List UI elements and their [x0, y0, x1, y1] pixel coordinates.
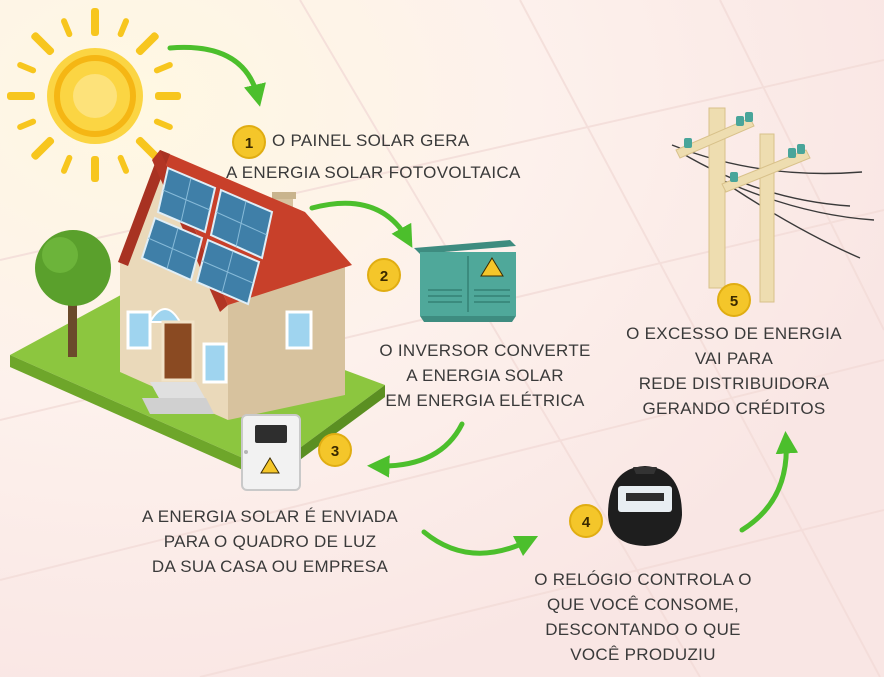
step-2-text: O INVERSOR CONVERTE A ENERGIA SOLAR EM E…	[370, 338, 600, 413]
step-1-line-1: O PAINEL SOLAR GERA	[272, 131, 470, 150]
step-2-line-1: O INVERSOR CONVERTE	[379, 341, 591, 360]
arrow-meter-box-to-meter	[421, 529, 539, 557]
step-4-line-1: O RELÓGIO CONTROLA O	[534, 570, 752, 589]
step-2-line-3: EM ENERGIA ELÉTRICA	[385, 391, 585, 410]
arrow-sun-to-panel	[167, 44, 266, 107]
step-3-text: A ENERGIA SOLAR É ENVIADA PARA O QUADRO …	[120, 504, 420, 579]
utility-poles	[671, 107, 875, 303]
step-2-badge: 2	[367, 258, 401, 292]
step-1-badge: 1	[232, 125, 266, 159]
step-5-line-2: VAI PARA	[694, 349, 774, 368]
step-5-line-1: O EXCESSO DE ENERGIA	[626, 324, 842, 343]
step-4-badge: 4	[569, 504, 603, 538]
step-1-line-2: A ENERGIA SOLAR FOTOVOLTAICA	[226, 163, 521, 182]
step-4-line-4: VOCÊ PRODUZIU	[570, 645, 716, 664]
arrow-inverter-to-meter-box	[367, 421, 465, 478]
step-5-text: O EXCESSO DE ENERGIA VAI PARA REDE DISTR…	[600, 321, 868, 421]
step-1-text: O PAINEL SOLAR GERA	[272, 128, 469, 153]
electricity-meter	[608, 466, 682, 546]
inverter-box	[414, 240, 516, 322]
step-3-line-1: A ENERGIA SOLAR É ENVIADA	[142, 507, 398, 526]
step-5-badge: 5	[717, 283, 751, 317]
step-5-line-4: GERANDO CRÉDITOS	[642, 399, 826, 418]
step-4-text: O RELÓGIO CONTROLA O QUE VOCÊ CONSOME, D…	[505, 567, 781, 667]
step-1-text-line-2: A ENERGIA SOLAR FOTOVOLTAICA	[226, 160, 521, 185]
arrow-meter-to-grid	[739, 431, 799, 533]
arrow-panel-to-inverter	[309, 200, 413, 248]
step-3-line-2: PARA O QUADRO DE LUZ	[163, 532, 377, 551]
step-3-line-3: DA SUA CASA OU EMPRESA	[151, 557, 389, 576]
step-4-line-2: QUE VOCÊ CONSOME,	[546, 595, 740, 614]
sun-icon	[7, 8, 181, 182]
step-3-badge: 3	[318, 433, 352, 467]
house-with-solar-panels	[118, 150, 352, 420]
tree-icon	[35, 230, 111, 357]
step-2-line-2: A ENERGIA SOLAR	[406, 366, 564, 385]
meter-box	[241, 414, 301, 491]
step-4-line-3: DESCONTANDO O QUE	[545, 620, 741, 639]
step-5-line-3: REDE DISTRIBUIDORA	[638, 374, 830, 393]
